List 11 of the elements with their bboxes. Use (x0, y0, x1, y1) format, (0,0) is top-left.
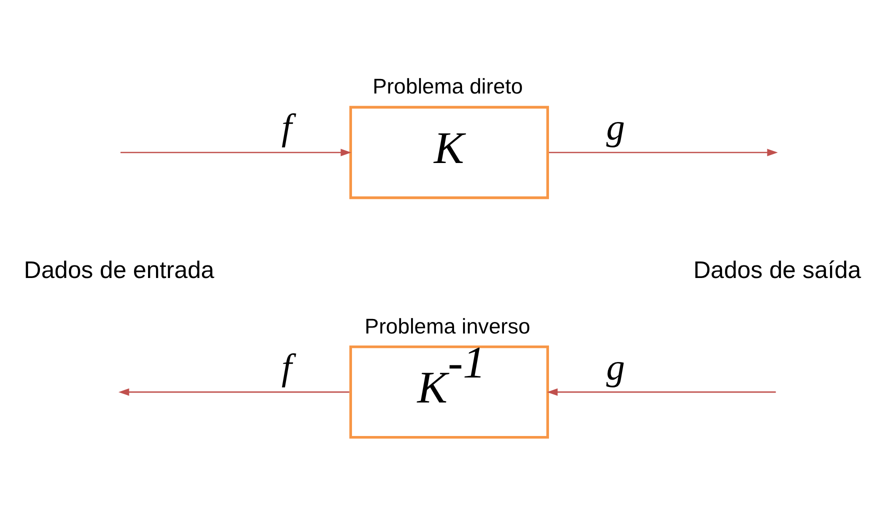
arrow (118, 388, 350, 396)
edge-label: g (606, 108, 625, 149)
arrow (546, 388, 776, 396)
node-box: K (349, 106, 549, 200)
node-label: Problema direto (372, 74, 523, 99)
arrow (548, 148, 778, 156)
arrow (120, 148, 352, 156)
edge-label: g (606, 347, 625, 388)
label: Dados de saída (693, 257, 862, 284)
label: Dados de entrada (24, 257, 214, 284)
node-label: Problema inverso (364, 314, 530, 338)
